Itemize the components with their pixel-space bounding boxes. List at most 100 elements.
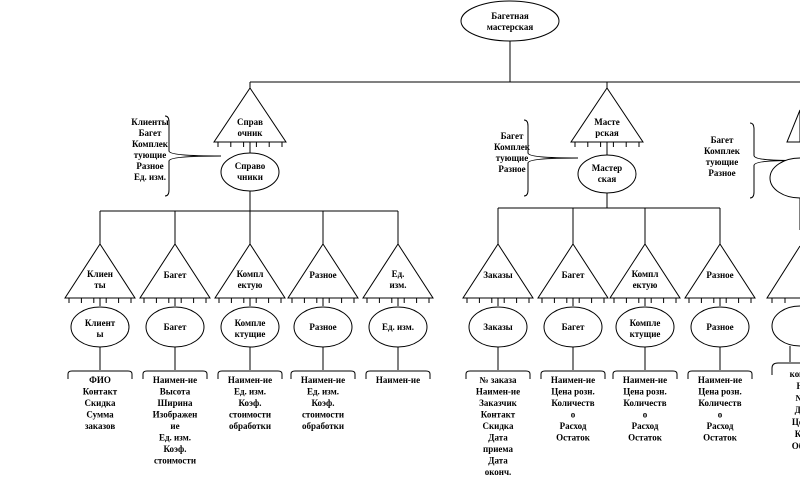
child-triangle — [684, 243, 756, 299]
group-node-ellipse — [577, 154, 637, 194]
child-field-text: Цена розн. — [551, 387, 595, 397]
group3-field-text: комп — [790, 369, 800, 379]
child-field-box — [142, 370, 208, 379]
group-node-ellipse — [220, 152, 280, 192]
child-field-text: о — [571, 410, 576, 420]
child-node-label: ктущие — [235, 329, 266, 339]
group-bracket-text: Разное — [498, 164, 525, 174]
child-triangle — [214, 243, 286, 299]
group-bracket — [164, 115, 222, 197]
group3-field-text: № — [795, 393, 800, 403]
child-triangle — [537, 243, 609, 299]
group3-bracket-text: тующие — [706, 157, 738, 167]
group-bracket-text: Комплек — [132, 139, 169, 149]
child-field-text: Количеств — [551, 398, 594, 408]
diagram-shapes — [64, 0, 800, 348]
group-triangle-label: очник — [238, 128, 264, 138]
group-triangle-label: рская — [595, 128, 619, 138]
child-field-text: Наимен-ие — [228, 375, 272, 385]
child-triangle — [287, 243, 359, 299]
group-bracket-text: тующие — [496, 153, 528, 163]
child-field-text: стоимости — [302, 410, 344, 420]
child-field-text: Коэф. — [311, 398, 334, 408]
child-field-box — [67, 370, 133, 379]
group3-bracket-text: Разное — [708, 168, 735, 178]
child-triangle — [139, 243, 211, 299]
child-field-text: Коэф. — [238, 398, 261, 408]
child-field-text: Контакт — [83, 387, 118, 397]
child-field-box — [540, 370, 606, 379]
child-node-ellipse — [543, 306, 603, 348]
child-field-text: Ед. изм. — [307, 387, 339, 397]
child-field-text: обработки — [302, 421, 344, 431]
child-field-text: Расход — [707, 421, 734, 431]
child-node-label: Багет — [164, 322, 187, 332]
child-field-text: Цена розн. — [623, 387, 667, 397]
child-field-text: Наимен-ие — [301, 375, 345, 385]
child-field-text: Скидка — [483, 421, 514, 431]
group-triangle-label: Справ — [237, 117, 263, 127]
child-field-text: стоимости — [154, 456, 196, 466]
child-field-box — [217, 370, 283, 379]
child-field-text: стоимости — [229, 410, 271, 420]
child-node-label: Заказы — [483, 322, 512, 332]
child-field-text: о — [718, 410, 723, 420]
root-node-label: Багетная — [491, 11, 529, 21]
child-node-label: Багет — [562, 322, 585, 332]
child-triangle-label: Ед. — [392, 269, 405, 279]
child-field-text: о — [643, 410, 648, 420]
child-field-text: Ед. изм. — [159, 433, 191, 443]
child-node-label: ктущие — [630, 329, 661, 339]
group3-bracket-text: Комплек — [704, 146, 741, 156]
child-field-text: Количеств — [698, 398, 741, 408]
child-node-ellipse — [468, 306, 528, 348]
child-triangle-label: Клиен — [87, 269, 113, 279]
child-node-label: Компле — [235, 318, 266, 328]
child-triangle-label: ектую — [633, 280, 658, 290]
group3-bracket-text: Багет — [711, 135, 734, 145]
group3-node-partial — [769, 157, 800, 199]
child-node-ellipse — [293, 306, 353, 348]
child-field-text: Количеств — [623, 398, 666, 408]
child-field-text: Высота — [160, 387, 191, 397]
child-triangle-label: Багет — [562, 270, 585, 280]
child-triangle — [64, 243, 136, 299]
child-field-text: Наимен-ие — [476, 387, 520, 397]
child-field-text: оконч. — [485, 467, 512, 477]
group-bracket-text: Комплек — [494, 142, 531, 152]
child-field-box — [612, 370, 678, 379]
child-field-text: ФИО — [89, 375, 111, 385]
child-field-text: Цена розн. — [698, 387, 742, 397]
child-node-label: Разное — [309, 322, 336, 332]
child-node-ellipse — [220, 306, 280, 348]
child-triangle — [362, 243, 434, 299]
child-triangle — [609, 243, 681, 299]
child-field-text: Дата — [488, 456, 508, 466]
child-field-text: Заказчик — [479, 398, 517, 408]
child-triangle — [462, 243, 534, 299]
child-triangle-label: Компл — [237, 269, 264, 279]
child-field-text: Наимен-ие — [153, 375, 197, 385]
child-field-text: Наимен-ие — [376, 375, 420, 385]
group3-field-box-partial — [771, 362, 800, 375]
root-node-label: мастерская — [487, 22, 534, 32]
child-field-box — [465, 370, 531, 379]
child-node-label: Разное — [706, 322, 733, 332]
group3-field-text: Н — [796, 381, 800, 391]
child-triangle-label: Разное — [309, 270, 336, 280]
child-field-text: Коэф. — [163, 444, 186, 454]
child-field-text: приема — [483, 444, 513, 454]
child-triangle-label: Разное — [706, 270, 733, 280]
child-field-text: обработки — [229, 421, 271, 431]
child-field-text: Остаток — [703, 433, 738, 443]
group-triangle — [570, 87, 644, 143]
group3-field-text: Объ — [792, 441, 800, 451]
child-field-text: Контакт — [481, 410, 516, 420]
root-node-ellipse — [460, 0, 560, 42]
child-node-label: ы — [96, 329, 103, 339]
group3-child-triangle-partial — [766, 245, 800, 299]
group-triangle — [213, 87, 287, 143]
group-bracket-text: Багет — [501, 131, 524, 141]
child-node-ellipse — [145, 306, 205, 348]
child-field-text: Сумма — [86, 410, 114, 420]
